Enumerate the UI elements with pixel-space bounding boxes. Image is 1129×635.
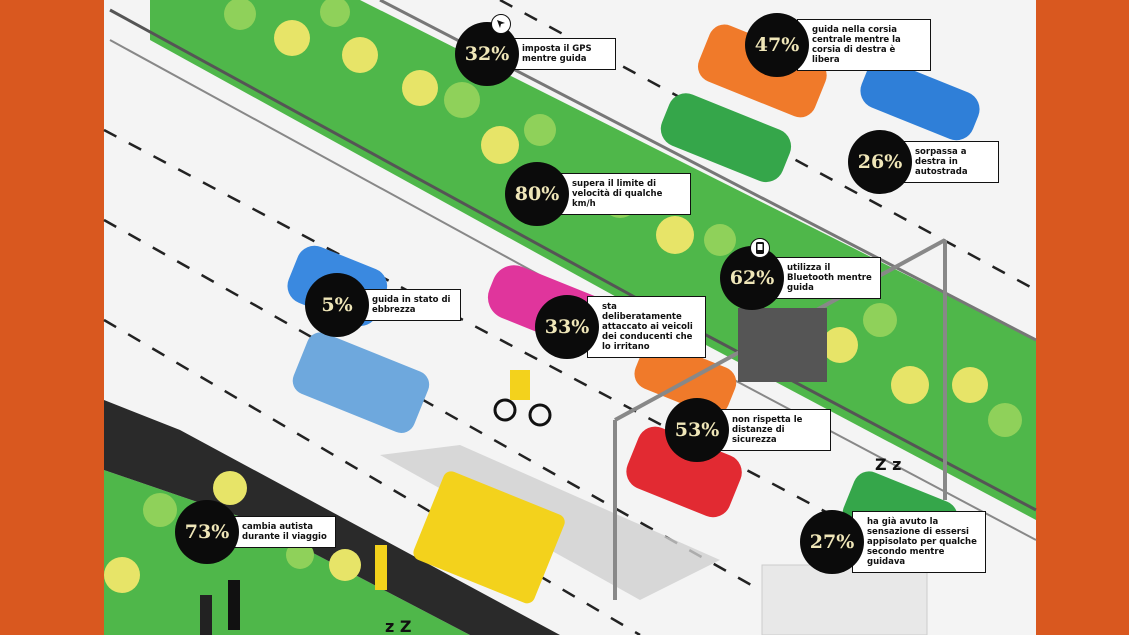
stat-drunk: 5% guida in stato di ebbrezza (305, 273, 461, 337)
stat-value: 26% (848, 130, 912, 194)
bluetooth-phone-icon (750, 238, 770, 258)
stat-value: 32% (455, 22, 519, 86)
stat-value: 47% (745, 13, 809, 77)
stat-gps: 32% imposta il GPS mentre guida (455, 14, 616, 86)
stat-distance: 53% non rispetta le distanze di sicurezz… (665, 398, 831, 462)
stat-value: 5% (305, 273, 369, 337)
stat-label: utilizza il Bluetooth mentre guida (772, 257, 881, 299)
stat-value: 33% (535, 295, 599, 359)
stat-center-lane: 47% guida nella corsia centrale mentre l… (745, 13, 931, 77)
yellow-van (413, 471, 565, 604)
gps-arrow-icon (491, 14, 511, 34)
stat-attacked: 33% sta deliberatamente attaccato ai vei… (535, 295, 706, 359)
stat-label: cambia autista durante il viaggio (227, 516, 336, 548)
stat-label: supera il limite di velocità di qualche … (557, 173, 691, 215)
sleep-zz-icon-2: z Z (385, 617, 411, 635)
white-truck (761, 564, 928, 635)
sleep-zz-icon: Z z (875, 455, 901, 474)
median-grass (150, 0, 1036, 520)
stat-change-driver: 73% cambia autista durante il viaggio (175, 500, 336, 564)
stat-bluetooth: 62% utilizza il Bluetooth mentre guida (720, 238, 881, 310)
stat-overtake-right: 26% sorpassa a destra in autostrada (848, 130, 999, 194)
stat-label: non rispetta le distanze di sicurezza (717, 409, 831, 451)
people (200, 545, 387, 635)
stat-label: sorpassa a destra in autostrada (900, 141, 999, 183)
stat-label: imposta il GPS mentre guida (507, 38, 616, 70)
stat-value: 73% (175, 500, 239, 564)
light-blue-suv (292, 332, 430, 433)
stat-label: guida nella corsia centrale mentre la co… (797, 19, 931, 71)
stat-speed: 80% supera il limite di velocità di qual… (505, 162, 691, 226)
stat-label: sta deliberatamente attaccato ai veicoli… (587, 296, 706, 358)
stat-value: 62% (720, 246, 784, 310)
motorbike (493, 370, 552, 427)
orange-car-2 (634, 341, 737, 416)
stat-value: 53% (665, 398, 729, 462)
stat-asleep: 27% ha già avuto la sensazione di essers… (800, 510, 986, 574)
green-car (660, 93, 792, 183)
sign-gantry (613, 238, 947, 600)
stat-value: 27% (800, 510, 864, 574)
stat-value: 80% (505, 162, 569, 226)
stat-label: ha già avuto la sensazione di essersi ap… (852, 511, 986, 573)
blue-car (860, 59, 980, 141)
stat-label: guida in stato di ebbrezza (357, 289, 461, 321)
